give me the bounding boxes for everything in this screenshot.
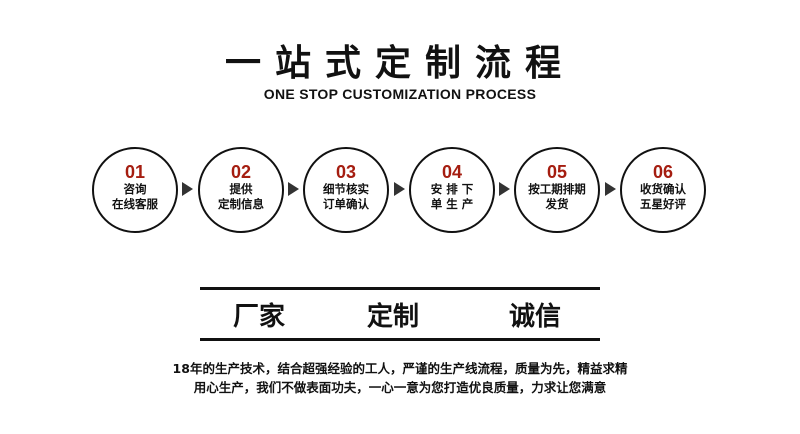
description-line2: 用心生产，我们不做表面功夫，一心一意为您打造优良质量，力求让您满意 <box>193 380 607 395</box>
step-number: 04 <box>441 162 463 182</box>
step-label-line2: 单 生 产 <box>430 197 474 211</box>
triangle-right-icon <box>605 182 616 196</box>
step-label-line1: 按工期排期 <box>528 182 586 196</box>
motto-integrity: 诚信 <box>509 302 562 332</box>
step-number: 05 <box>546 162 568 182</box>
step-label-line2: 五星好评 <box>640 197 686 211</box>
triangle-right-icon <box>394 182 405 196</box>
step-label-line2: 发货 <box>545 197 569 211</box>
step-label-line1: 安 排 下 <box>430 182 474 196</box>
step-label-line2: 订单确认 <box>323 197 369 211</box>
step-2-circle: 02 提供 定制信息 <box>198 147 284 233</box>
description-line1: 18年的生产技术，结合超强经验的工人，严谨的生产线流程，质量为先，精益求精 <box>172 361 628 376</box>
step-1-circle: 01 咨询 在线客服 <box>92 147 178 233</box>
step-label-line1: 提供 <box>229 182 253 196</box>
step-6-circle: 06 收货确认 五星好评 <box>620 147 706 233</box>
bottom-divider <box>200 338 600 341</box>
triangle-right-icon <box>499 182 510 196</box>
step-number: 06 <box>652 162 674 182</box>
motto-customization: 定制 <box>367 302 420 332</box>
page-subtitle: ONE STOP CUSTOMIZATION PROCESS <box>263 86 537 102</box>
triangle-right-icon <box>182 182 193 196</box>
step-3-circle: 03 细节核实 订单确认 <box>303 147 389 233</box>
step-number: 02 <box>230 162 252 182</box>
step-label-line1: 收货确认 <box>640 182 686 196</box>
page-title: 一站式定制流程 <box>224 43 575 84</box>
top-divider <box>200 287 600 290</box>
step-number: 03 <box>335 162 357 182</box>
step-number: 01 <box>124 162 146 182</box>
step-label-line2: 在线客服 <box>112 197 158 211</box>
step-5-circle: 05 按工期排期 发货 <box>514 147 600 233</box>
triangle-right-icon <box>288 182 299 196</box>
step-label-line1: 咨询 <box>123 182 147 196</box>
step-label-line1: 细节核实 <box>323 182 369 196</box>
step-label-line2: 定制信息 <box>218 197 264 211</box>
step-4-circle: 04 安 排 下 单 生 产 <box>409 147 495 233</box>
motto-manufacturer: 厂家 <box>233 302 286 332</box>
